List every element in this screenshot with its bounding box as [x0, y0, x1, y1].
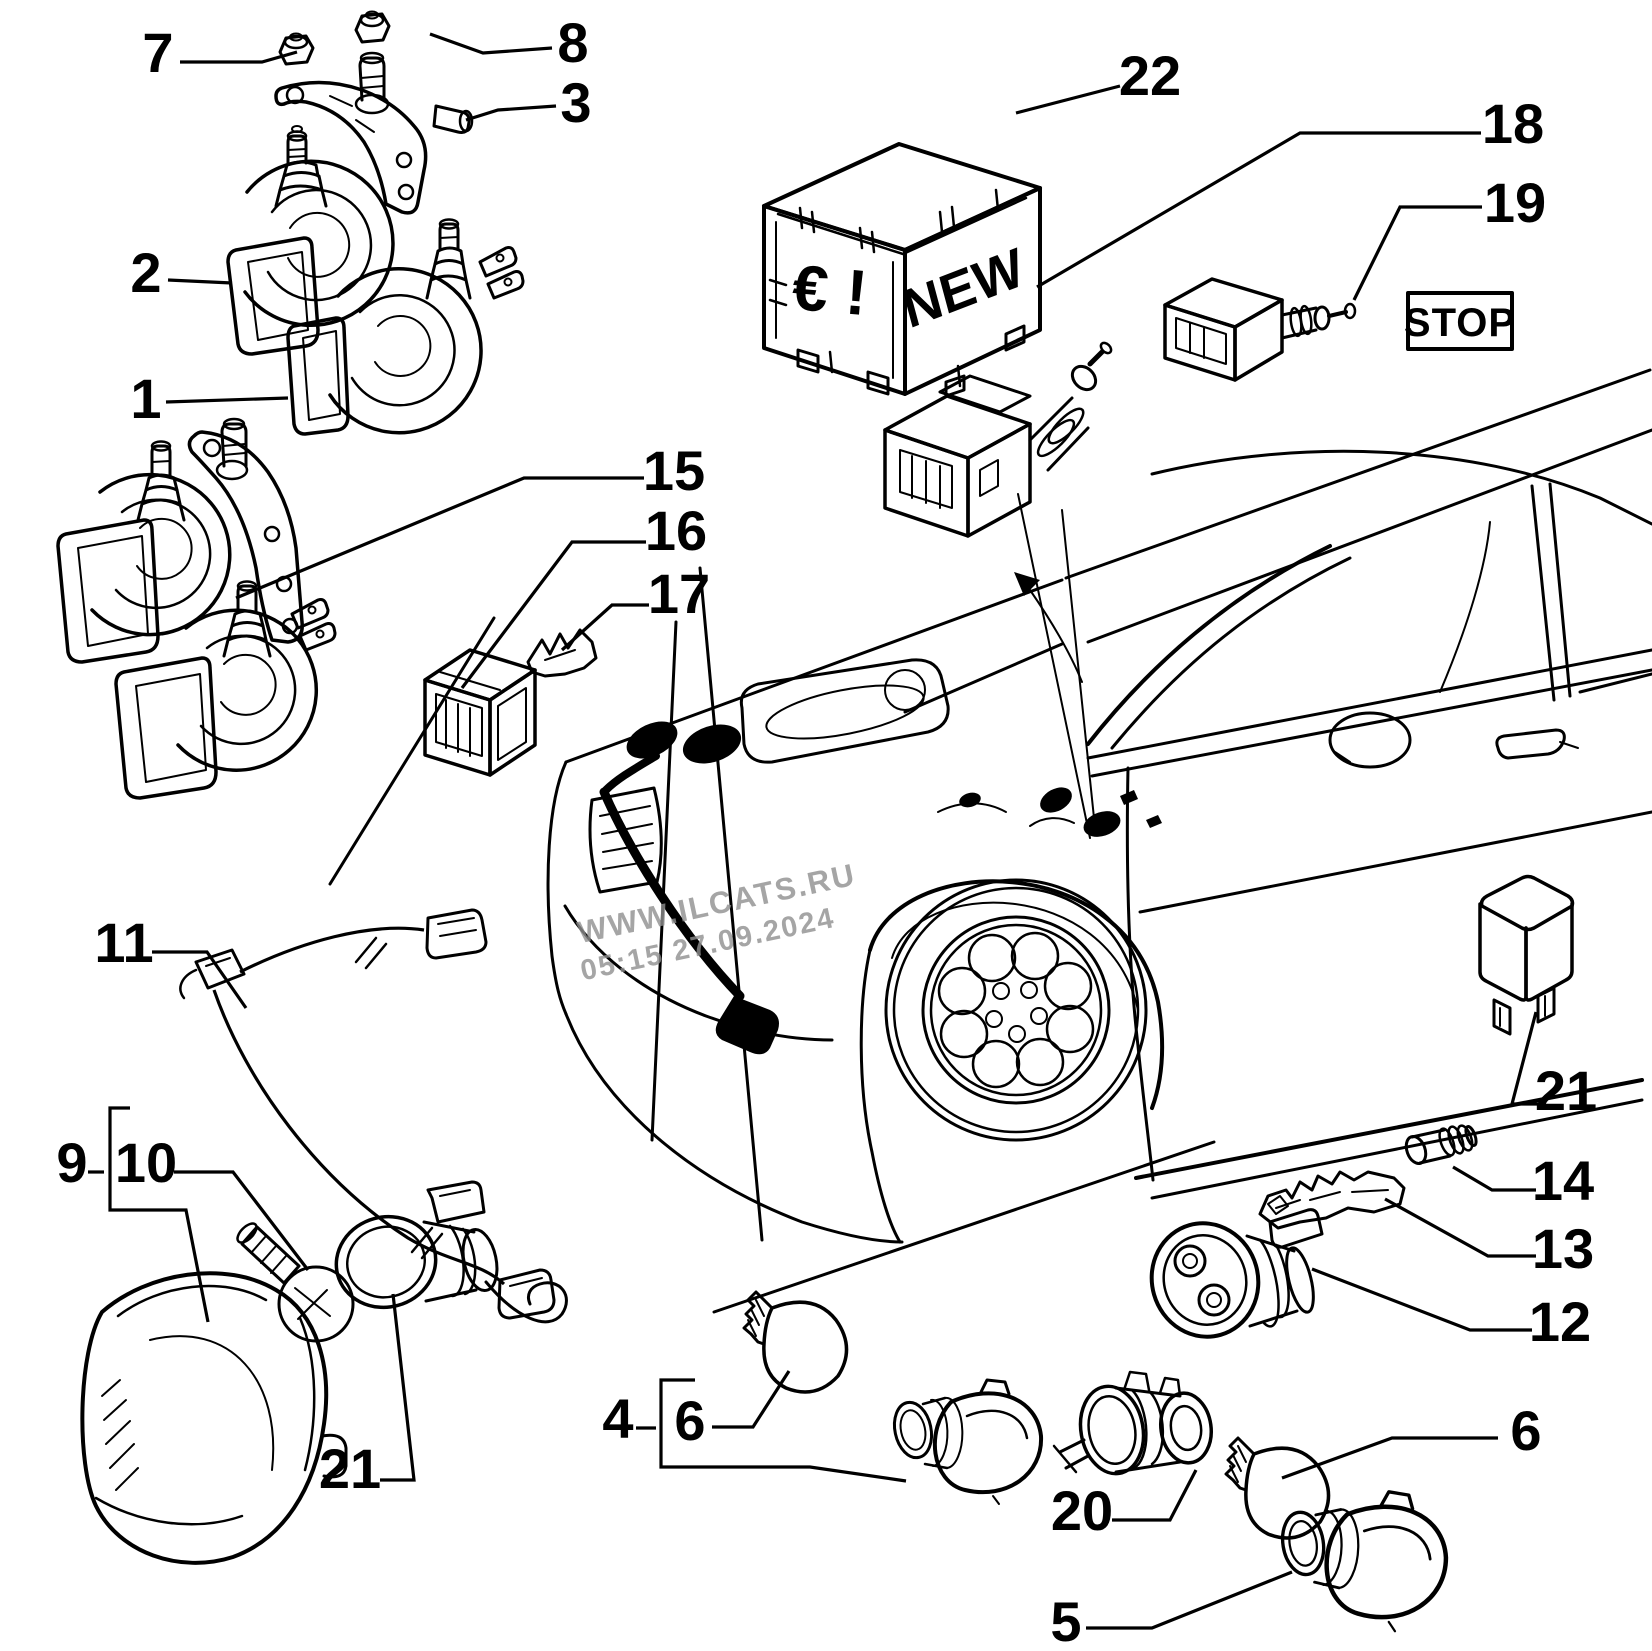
wedge-bulb-front — [742, 1290, 849, 1394]
nut — [278, 32, 315, 66]
grommet — [626, 721, 678, 759]
fog-lamp-harness — [179, 908, 556, 1320]
stop-tag: STOP — [1404, 291, 1516, 351]
bullet-terminal — [1404, 1124, 1478, 1166]
wedge-bulb-side — [1224, 1436, 1331, 1540]
two-way-connector — [1149, 1208, 1324, 1339]
horn-high-tone — [226, 125, 395, 356]
callout-14: 14 — [1532, 1149, 1594, 1212]
horn-terminal — [526, 628, 598, 678]
new-box-label: NEW — [897, 237, 1031, 341]
headlight — [739, 658, 950, 764]
stop-light-switch — [1163, 277, 1357, 382]
nut — [354, 10, 391, 44]
callout-15: 15 — [643, 439, 705, 502]
stop-label: STOP — [1404, 301, 1516, 345]
callout-20: 20 — [1051, 1479, 1113, 1542]
callout-19: 19 — [1484, 171, 1546, 234]
horn-low-tone — [286, 218, 525, 436]
horn-connector — [423, 648, 537, 777]
horn-assembly-secondary — [56, 417, 337, 800]
fog-lamp — [80, 1271, 348, 1565]
bulb-socket-rear — [1052, 1370, 1213, 1476]
horn-upper — [56, 440, 232, 664]
callout-11: 11 — [94, 911, 153, 974]
callout-1: 1 — [130, 367, 161, 430]
leader-lines — [88, 32, 1538, 1630]
door-mirror — [1328, 711, 1412, 769]
callout-numbers: 7 8 3 2 1 15 16 17 22 18 19 11 9 10 21 4… — [56, 11, 1597, 1651]
callout-13: 13 — [1532, 1217, 1594, 1280]
callout-21-relay: 21 — [1535, 1059, 1597, 1122]
new-parts-box: NEW € ! — [762, 142, 1042, 398]
callout-6-front: 6 — [674, 1389, 705, 1452]
front-wheel — [884, 878, 1148, 1142]
bolt — [432, 104, 471, 134]
relay — [1478, 874, 1575, 1036]
brake-light-switch — [883, 341, 1113, 538]
callout-10: 10 — [115, 1131, 177, 1194]
callout-18: 18 — [1482, 92, 1544, 155]
callout-5: 5 — [1050, 1590, 1081, 1651]
car-outline — [546, 368, 1652, 1244]
callout-22: 22 — [1119, 44, 1181, 107]
door-handle — [1495, 728, 1566, 760]
engine-bay-wiring — [599, 493, 1162, 1055]
connector-blob — [715, 996, 779, 1055]
callout-21-socket: 21 — [319, 1437, 381, 1500]
callout-4: 4 — [602, 1387, 633, 1450]
callout-6-side: 6 — [1510, 1399, 1541, 1462]
callout-9: 9 — [56, 1131, 87, 1194]
callout-2: 2 — [130, 241, 161, 304]
front-marker-lamp — [887, 1378, 1044, 1506]
callout-7: 7 — [142, 21, 173, 84]
callout-16: 16 — [645, 499, 707, 562]
flat-terminal — [1258, 1170, 1406, 1230]
mounting-bracket — [274, 51, 474, 215]
location-arrow — [1014, 572, 1040, 596]
callout-12: 12 — [1529, 1290, 1591, 1353]
horn-assembly-primary — [226, 10, 525, 436]
grommet — [682, 724, 742, 764]
side-repeater-lamp — [1273, 1486, 1450, 1634]
horn-lower — [114, 580, 337, 800]
callout-8: 8 — [557, 11, 588, 74]
horn-bracket — [187, 417, 304, 644]
euro-mark-label: € ! — [790, 251, 871, 329]
callout-17: 17 — [648, 562, 710, 625]
callout-3: 3 — [560, 71, 591, 134]
fog-lamp-bulb — [236, 1222, 355, 1343]
